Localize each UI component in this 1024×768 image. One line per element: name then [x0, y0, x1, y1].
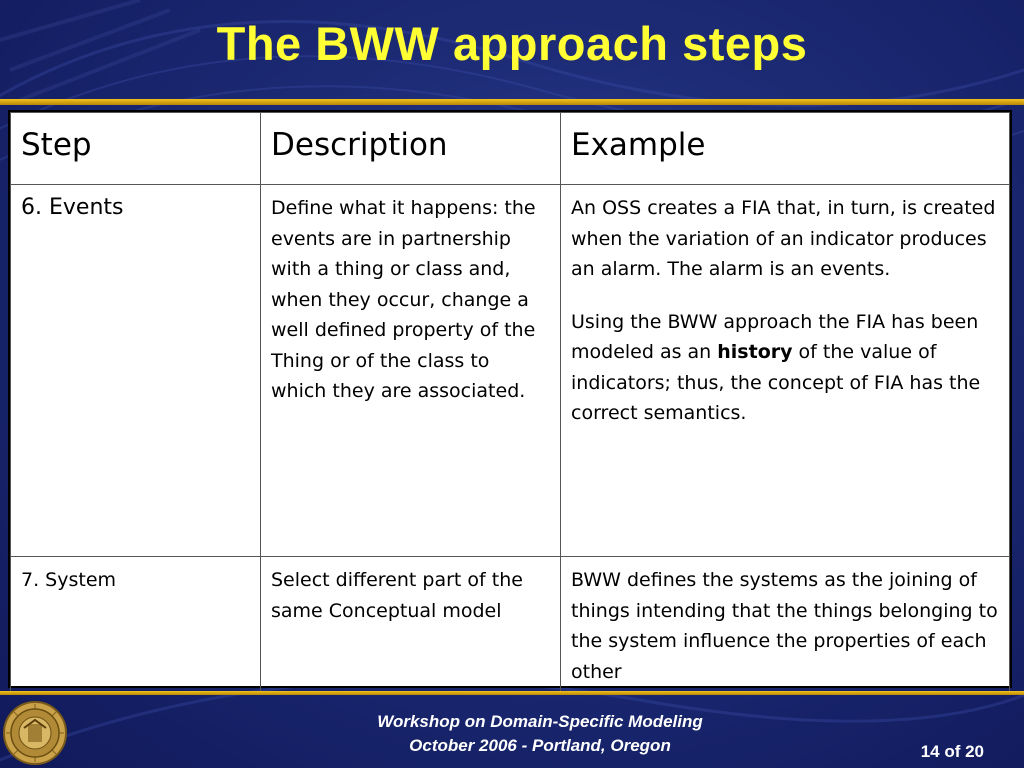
slide-title: The BWW approach steps [216, 17, 808, 70]
row-events-example-p1: An OSS creates a FIA that, in turn, is c… [571, 197, 996, 280]
row-system-example: BWW defines the systems as the joining o… [560, 556, 1010, 694]
header-example: Example [560, 112, 1010, 185]
title-divider [0, 99, 1024, 105]
header-step: Step [10, 112, 261, 185]
history-term: history [717, 341, 793, 363]
table-row: 7. System Select different part of the s… [10, 556, 1010, 694]
row-events-step: 6. Events [10, 184, 261, 557]
row-system-description: Select different part of the same Concep… [260, 556, 561, 694]
footer-date-location: October 2006 - Portland, Oregon [409, 736, 671, 755]
example-p2-pre: Using the BWW approach the FIA has been … [571, 310, 979, 364]
university-seal-icon [3, 701, 67, 765]
table-row: 6. Events Define what it happens: the ev… [10, 184, 1010, 557]
example-p2-post: of the value of indicators; thus, the co… [571, 341, 981, 424]
footer-divider [0, 691, 1024, 695]
row-events-example-p2: Using the BWW approach the FIA has been … [571, 307, 999, 429]
bww-steps-table: Step Description Example 6. Events Defin… [8, 110, 1012, 694]
row-events-example: An OSS creates a FIA that, in turn, is c… [560, 184, 1010, 557]
header-description: Description [260, 112, 561, 185]
row-events-description: Define what it happens: the events are i… [260, 184, 561, 557]
page-number: 14 of 20 [920, 742, 984, 761]
table-header-row: Step Description Example [10, 112, 1010, 185]
footer-workshop-name: Workshop on Domain-Specific Modeling [377, 712, 703, 731]
row-system-step: 7. System [10, 556, 261, 694]
